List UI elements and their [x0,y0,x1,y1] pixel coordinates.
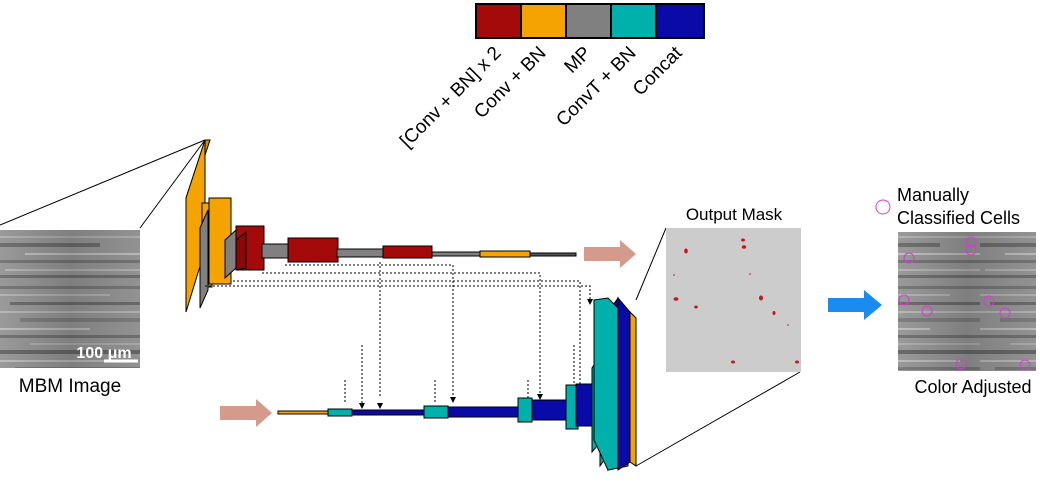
zoom-line-top [0,139,206,226]
result-arrow [828,290,882,320]
mask-cell [795,360,799,364]
encoder-block5-mp [431,251,481,257]
decoder-final-concat-b [617,296,631,471]
skip-arrowhead-3 [537,394,543,400]
legend-swatch-conv-bn [520,3,567,39]
skip-arrowhead-6 [359,403,365,409]
decoder-concat-3 [531,399,569,421]
skip-connection-1 [205,285,591,300]
mask-zoom-line-bottom [635,371,801,467]
mask-cell [694,305,698,309]
decoder-convt-1 [327,408,353,417]
manual-cell-marker [903,252,915,264]
mask-cell [684,248,688,254]
skip-connection-2 [233,280,581,385]
output-mask-image [666,228,801,372]
mask-cell [749,273,751,275]
mask-cell [673,274,675,276]
encoder-block3-conv [287,237,339,263]
result-legend-line1: Manually [897,185,969,205]
legend-swatch-convt-bn [610,3,657,39]
output-mask-title: Output Mask [686,205,783,224]
mask-cell [673,297,679,301]
encoder-output-arrow [584,240,636,268]
decoder-convt-3 [517,397,533,423]
result-legend-line2: Classified Cells [897,208,1020,228]
encoder-bottleneck [529,252,577,257]
manual-cell-marker [999,307,1011,319]
skip-arrowhead-1 [587,299,593,305]
decoder-input-conv [277,410,329,415]
legend-swatch-concat [655,3,705,39]
mask-cell [772,311,776,315]
scale-bar-label: 100 μm [76,345,131,362]
decoder [277,296,637,472]
manual-cell-marker [921,305,933,317]
decoder-input-arrow [220,399,272,427]
mbm-image-shading [0,230,140,368]
legend-swatch-mp [565,3,612,39]
skip-arrowheads [359,299,593,409]
manual-cell-marker [1019,359,1031,371]
input-panel: 100 μm MBM Image [0,139,206,397]
legend-swatches [475,3,705,39]
mask-cell [787,324,789,326]
legend-swatch-conv-bn-x2 [475,3,522,39]
legend-label-concat: Concat [629,42,687,100]
decoder-concat-2 [447,406,519,418]
result-caption: Color Adjusted [914,377,1031,397]
manual-cell-markers [898,236,1031,371]
skip-connection-3 [262,272,541,395]
decoder-output-conv [629,310,637,467]
decoder-convt-2 [423,405,449,419]
encoder-block3-mp [261,243,289,259]
encoder-block4-mp [336,248,384,258]
result-panel: Manually Classified Cells Color Adjusted [875,185,1036,397]
mask-zoom-line-top [635,227,667,301]
mask-cell [741,245,747,249]
flow-arrows [220,240,882,427]
legend: [Conv + BN] x 2 Conv + BN MP ConvT + BN … [396,3,705,152]
encoder [185,139,577,313]
legend-label-convt-bn: ConvT + BN [552,43,640,131]
manual-cell-legend-marker [875,199,891,215]
encoder-block5-conv [479,250,531,258]
manual-cell-marker [965,244,977,256]
manual-cell-marker [955,358,967,370]
input-caption: MBM Image [19,376,121,397]
mask-cell [759,295,763,301]
output-mask-panel: Output Mask [635,205,801,467]
manual-cell-marker [965,236,977,248]
legend-label-mp: MP [561,43,596,78]
mask-cell [741,238,745,242]
skip-arrowhead-5 [377,403,383,409]
skip-connections [205,262,591,404]
manual-cell-marker [983,295,995,307]
zoom-line-bottom [139,139,206,229]
skip-arrowhead-4 [450,397,456,403]
mask-cell [731,360,735,364]
encoder-block2-conv-front [235,230,247,271]
color-adjusted-shading [898,232,1036,371]
decoder-concat-1 [351,409,425,416]
skip-connection-4 [285,264,454,398]
manual-cell-marker [898,294,910,306]
encoder-block4-conv [382,245,433,259]
mask-cells [673,238,799,364]
encoder-block1-mp [199,209,209,309]
